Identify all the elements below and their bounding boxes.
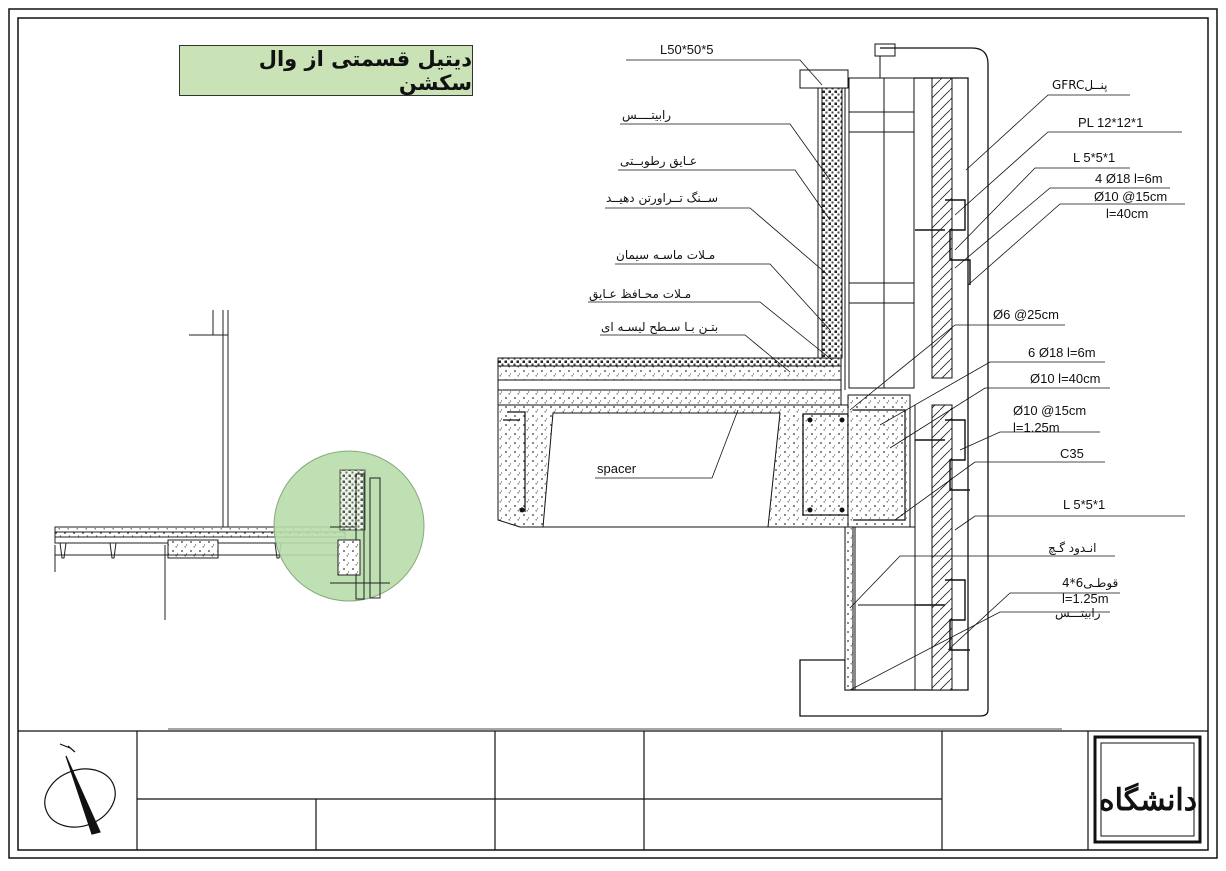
label-gfrc: پنــلGFRC: [1052, 78, 1108, 92]
label-bar18b: 6 Ø18 l=6m: [1028, 345, 1096, 360]
label-rabitz-bot: رابیتـــس: [1055, 606, 1101, 620]
label-concrete: بتـن بـا سـطح لیسـه ای: [601, 320, 719, 334]
title-block: [18, 728, 1208, 850]
label-bar10a2: l=40cm: [1106, 206, 1149, 221]
main-detail: [497, 43, 989, 717]
label-spacer: spacer: [597, 461, 637, 476]
label-bar10a1: Ø10 @15cm: [1094, 189, 1168, 204]
label-bar10b: Ø10 l=40cm: [1030, 371, 1101, 386]
label-bar10c2: l=1.25m: [1013, 420, 1060, 435]
leader-lines: [588, 59, 1185, 691]
label-rabitz-top: رابیتــــس: [622, 108, 672, 122]
label-bar18a: 4 Ø18 l=6m: [1095, 171, 1163, 186]
label-l551b: L 5*5*1: [1063, 497, 1106, 512]
label-l50: L50*50*5: [660, 42, 714, 57]
label-l551a: L 5*5*1: [1073, 150, 1116, 165]
label-bar10c1: Ø10 @15cm: [1013, 403, 1087, 418]
outer-border: [8, 8, 1218, 859]
label-mortar: مـلات ماسـه سیمان: [616, 248, 716, 262]
label-c35: C35: [1060, 446, 1084, 461]
label-pl: PL 12*12*1: [1078, 115, 1144, 130]
label-qotbi1: قوطـی6*4: [1062, 576, 1119, 590]
label-travertine: ســنگ تــراورتن دهیــد: [606, 191, 719, 205]
university-logo-icon: دانشگاه: [1093, 735, 1202, 844]
north-arrow-icon: [44, 743, 116, 835]
svg-text:دانشگاه: دانشگاه: [1099, 782, 1197, 817]
page-title: دیتیل قسمتی از وال سکشن: [179, 45, 473, 96]
label-qotbi2: l=1.25m: [1062, 591, 1109, 606]
label-moisture: عـایق رطوبــتی: [620, 154, 698, 168]
label-plaster: انـدود گـچ: [1048, 541, 1097, 555]
label-bar6: Ø6 @25cm: [993, 307, 1059, 322]
label-protect: مـلات محـافظ عـایق: [589, 287, 692, 301]
inner-border: [17, 17, 1209, 851]
overview-detail-zone: [330, 469, 390, 600]
